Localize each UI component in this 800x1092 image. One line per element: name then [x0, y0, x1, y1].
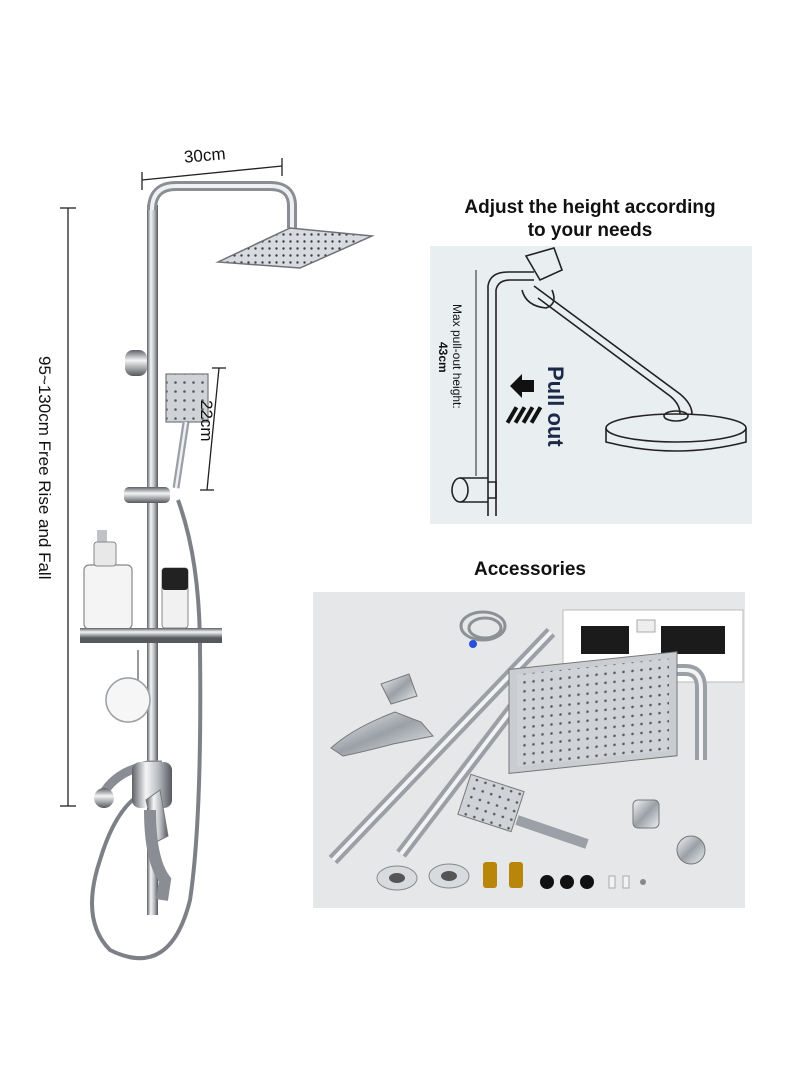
height-adjust-diagram-panel: Max pull-out height: 43cm Pull out	[430, 246, 752, 524]
main-riser-pipe	[147, 205, 158, 915]
handheld-dimension	[200, 367, 226, 491]
accessories-drawing	[328, 609, 744, 891]
width-label: 30cm	[183, 144, 227, 167]
height-adjust-drawing	[451, 247, 747, 516]
mixer-valve	[94, 760, 172, 901]
adjust-height-title-line2: to your needs	[527, 220, 653, 241]
accessory-mixer	[330, 673, 434, 757]
handheld-shower	[165, 373, 209, 489]
height-dimension	[60, 207, 76, 807]
shower-hose	[90, 499, 203, 961]
lotion-bottle	[161, 567, 189, 629]
bath-loofah	[105, 650, 151, 723]
max-pullout-label: Max pull-out height:	[450, 304, 464, 409]
wall-bracket	[125, 350, 147, 376]
accessory-slider	[632, 799, 660, 829]
slider-holder	[124, 487, 170, 503]
shampoo-bottle	[83, 530, 133, 630]
accessory-rain-head	[508, 651, 678, 774]
handheld-length-label: 22cm	[197, 400, 216, 442]
accessory-small-parts	[376, 862, 646, 891]
adjust-height-title-line1: Adjust the height according	[464, 197, 716, 218]
accessory-handheld-head	[457, 773, 589, 849]
height-range-label: 95~130cm Free Rise and Fall	[35, 356, 54, 580]
rain-shower-head	[215, 227, 375, 269]
accessories-photo-panel	[313, 592, 745, 908]
max-pullout-value: 43cm	[436, 342, 450, 373]
accessory-hose	[459, 610, 507, 648]
accessories-title: Accessories	[474, 559, 586, 580]
width-dimension	[141, 158, 283, 190]
pull-out-label: Pull out	[543, 366, 568, 447]
storage-shelf	[80, 628, 222, 643]
max-pullout-text: Max pull-out height:	[450, 304, 464, 409]
accessory-wall-mount	[676, 835, 706, 865]
adjust-height-title: Adjust the height according to your need…	[420, 196, 760, 242]
